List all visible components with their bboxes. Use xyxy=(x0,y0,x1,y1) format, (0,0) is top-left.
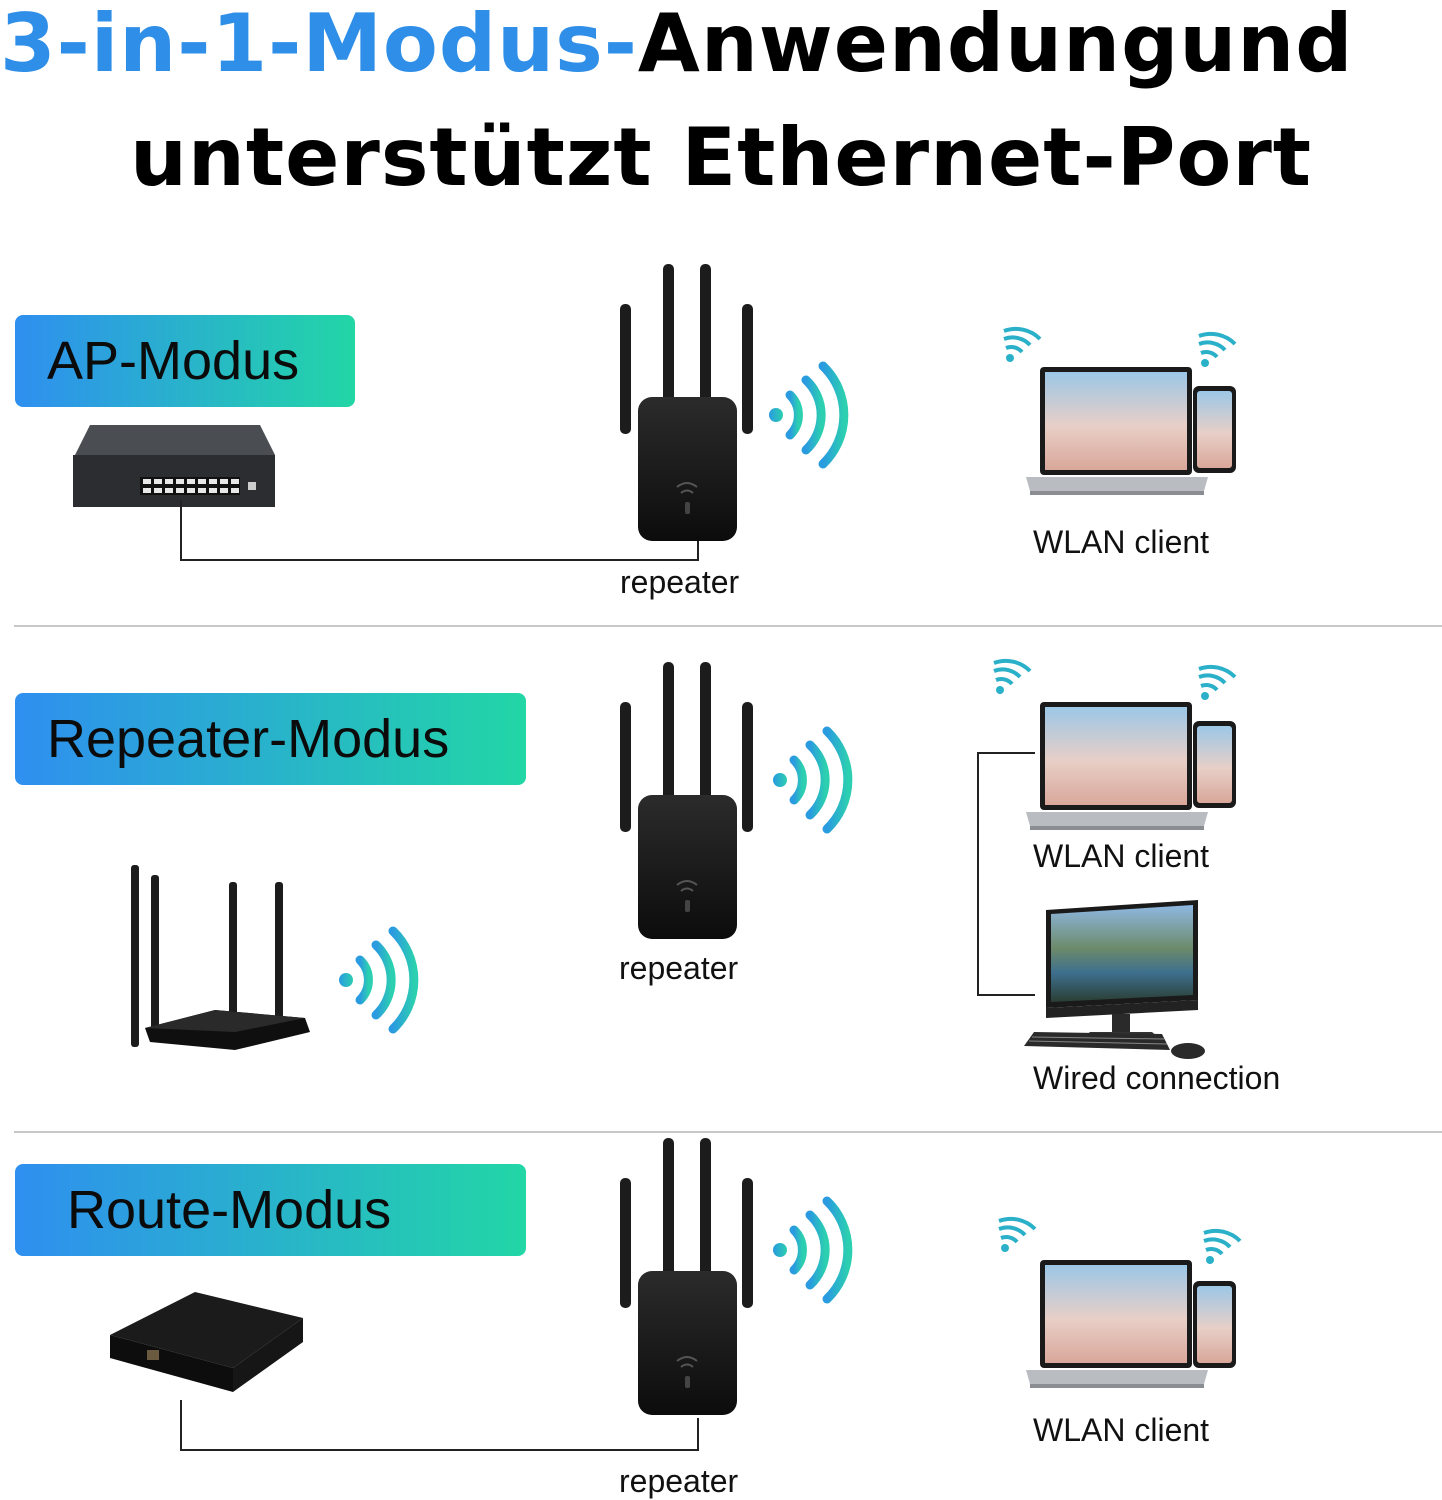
wifi-signal-icon xyxy=(773,726,853,834)
laptop-icon xyxy=(1026,702,1208,830)
repeater-icon xyxy=(620,662,753,939)
phone-icon xyxy=(1193,386,1236,473)
repeater-caption: repeater xyxy=(620,564,740,600)
keyboard-icon xyxy=(1024,1032,1170,1050)
laptop-icon xyxy=(1026,367,1208,495)
page-title-highlight: 3-in-1-Modus- xyxy=(0,0,638,90)
router-icon xyxy=(131,865,310,1050)
page-title-rest: Anwendungund xyxy=(637,0,1354,90)
page-title-line-1: 3-in-1-Modus-Anwendungund xyxy=(0,4,1442,84)
wifi-small-icon xyxy=(1198,331,1237,367)
mode-badge-repeater: Repeater-Modus xyxy=(15,693,526,785)
wired-connection-caption: Wired connection xyxy=(1033,1060,1281,1096)
phone-icon xyxy=(1193,721,1236,808)
mode-badge-ap: AP-Modus xyxy=(15,315,355,407)
repeater-caption: repeater xyxy=(619,1463,739,1499)
laptop-icon xyxy=(1026,1260,1208,1388)
wifi-small-icon xyxy=(1003,326,1042,362)
repeater-icon xyxy=(620,1138,753,1415)
wifi-small-icon xyxy=(1198,664,1237,700)
page-title-line-2: unterstützt Ethernet-Port xyxy=(129,111,1313,204)
wifi-signal-icon xyxy=(769,361,849,469)
mode-badge-label: Repeater-Modus xyxy=(47,709,450,769)
wlan-client-caption: WLAN client xyxy=(1033,1412,1210,1448)
mode-badge-label: AP-Modus xyxy=(47,331,300,391)
mode-badge-label: Route-Modus xyxy=(67,1180,392,1240)
modem-box-icon xyxy=(110,1292,303,1392)
section-divider xyxy=(14,625,1442,627)
wlan-client-caption: WLAN client xyxy=(1033,524,1210,560)
section-divider xyxy=(14,1131,1442,1133)
wifi-small-icon xyxy=(993,658,1032,694)
desktop-monitor-icon xyxy=(1046,900,1198,1037)
repeater-caption: repeater xyxy=(619,950,739,986)
wifi-small-icon xyxy=(998,1216,1037,1252)
mouse-icon xyxy=(1171,1043,1205,1059)
wifi-signal-icon xyxy=(773,1196,853,1304)
mode-badge-route: Route-Modus xyxy=(15,1164,526,1256)
repeater-icon xyxy=(620,264,753,541)
wifi-small-icon xyxy=(1203,1228,1242,1264)
network-switch-icon xyxy=(73,425,275,507)
phone-icon xyxy=(1193,1281,1236,1368)
wifi-signal-icon xyxy=(339,926,419,1034)
wlan-client-caption: WLAN client xyxy=(1033,838,1210,874)
